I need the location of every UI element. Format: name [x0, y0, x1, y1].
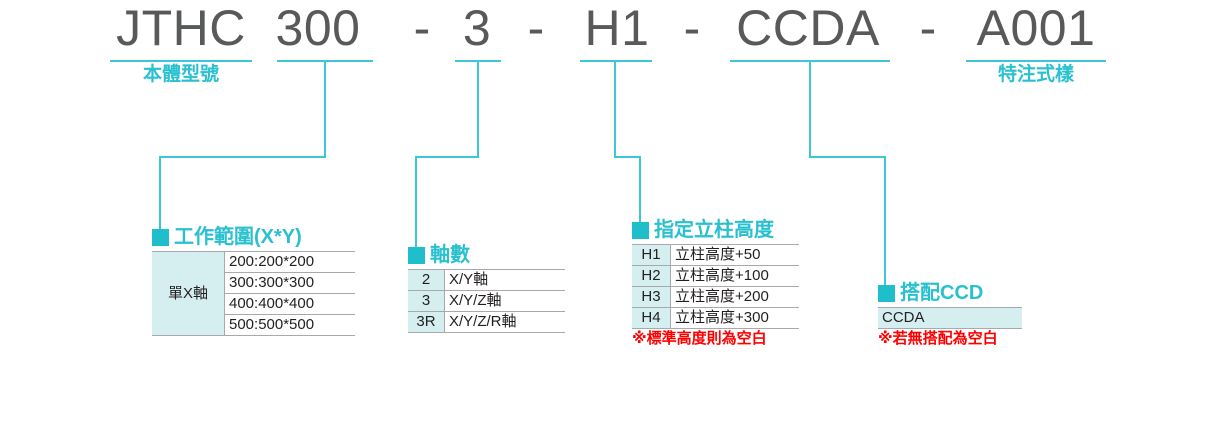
- group-axis-count-header: 軸數: [408, 244, 565, 266]
- column-height-key: H3: [632, 286, 671, 308]
- table-row: H3 立柱高度+200: [632, 286, 799, 308]
- ccd-table: CCDA: [878, 307, 1022, 329]
- code-caption-special-spec: 特注式樣: [997, 64, 1074, 85]
- table-row: H4 立柱高度+300: [632, 307, 799, 329]
- column-height-key: H2: [632, 265, 671, 287]
- table-row: 500:500*500: [152, 314, 355, 336]
- code-segment-body-model: JTHC: [116, 0, 246, 56]
- work-range-value: 400:400*400: [224, 293, 355, 315]
- work-range-value: 500:500*500: [224, 314, 355, 336]
- column-height-value: 立柱高度+200: [670, 286, 799, 308]
- code-segment-axis-count: 3: [462, 0, 492, 56]
- column-height-note: ※標準高度則為空白: [632, 330, 767, 347]
- group-axis-count: 軸數 2 X/Y軸 3 X/Y/Z軸 3R X/Y/Z/R軸: [408, 244, 565, 333]
- square-marker-icon: [632, 221, 649, 239]
- table-row: 3 X/Y/Z軸: [408, 290, 565, 312]
- code-underline-work-range: [277, 60, 373, 62]
- axis-count-value: X/Y/Z/R軸: [444, 311, 565, 333]
- axis-count-table: 2 X/Y軸 3 X/Y/Z軸 3R X/Y/Z/R軸: [408, 269, 565, 333]
- table-row: H2 立柱高度+100: [632, 265, 799, 287]
- group-ccd-header: 搭配CCD: [878, 282, 1022, 304]
- axis-count-key: 3R: [408, 311, 445, 333]
- group-work-range: 工作範圍(X*Y) 單X軸 200:200*200 300:300*300 40…: [152, 226, 355, 336]
- table-row: 2 X/Y軸: [408, 269, 565, 291]
- table-row: H1 立柱高度+50: [632, 244, 799, 266]
- code-underline-body-model: [110, 60, 252, 62]
- column-height-key: H4: [632, 307, 671, 329]
- table-row: 3R X/Y/Z/R軸: [408, 311, 565, 333]
- code-caption-body-model: 本體型號: [142, 64, 219, 85]
- code-underline-axis-count: [455, 60, 501, 62]
- code-segment-column-height: H1: [584, 0, 650, 56]
- code-underline-special-spec: [966, 60, 1106, 62]
- model-number-row: JTHC 本體型號 300 - 3 - H1 - CCDA - A001 特注式…: [0, 0, 1210, 85]
- axis-count-value: X/Y軸: [444, 269, 565, 291]
- code-segment-special-spec: A001: [976, 0, 1096, 56]
- code-segment-ccd: CCDA: [736, 0, 880, 56]
- group-axis-count-title: 軸數: [430, 244, 470, 266]
- column-height-table: H1 立柱高度+50 H2 立柱高度+100 H3 立柱高度+200 H4 立柱…: [632, 244, 799, 329]
- ccd-value: CCDA: [878, 307, 1022, 329]
- code-dash-3: -: [683, 0, 701, 56]
- work-range-value: 300:300*300: [224, 272, 355, 294]
- group-work-range-title: 工作範圍(X*Y): [174, 226, 302, 248]
- code-underline-ccd: [730, 60, 890, 62]
- table-row: 400:400*400: [152, 293, 355, 315]
- table-row: 單X軸 200:200*200: [152, 251, 355, 336]
- work-range-span-label: 單X軸: [152, 251, 225, 336]
- group-column-height: 指定立柱高度 H1 立柱高度+50 H2 立柱高度+100 H3 立柱高度+20…: [632, 219, 799, 348]
- code-dash-4: -: [919, 0, 937, 56]
- square-marker-icon: [878, 284, 895, 302]
- table-row: CCDA: [878, 307, 1022, 329]
- column-height-value: 立柱高度+100: [670, 265, 799, 287]
- ccd-note: ※若無搭配為空白: [878, 330, 998, 347]
- column-height-value: 立柱高度+300: [670, 307, 799, 329]
- square-marker-icon: [152, 228, 169, 246]
- column-height-key: H1: [632, 244, 671, 266]
- group-column-height-header: 指定立柱高度: [632, 219, 799, 241]
- work-range-value: 200:200*200: [224, 251, 355, 273]
- group-work-range-header: 工作範圍(X*Y): [152, 226, 355, 248]
- work-range-table: 單X軸 200:200*200 300:300*300 400:400*400 …: [152, 251, 355, 336]
- code-dash-2: -: [527, 0, 545, 56]
- axis-count-key: 3: [408, 290, 445, 312]
- group-ccd-title: 搭配CCD: [900, 282, 984, 304]
- axis-count-value: X/Y/Z軸: [444, 290, 565, 312]
- axis-count-key: 2: [408, 269, 445, 291]
- column-height-value: 立柱高度+50: [670, 244, 799, 266]
- group-column-height-title: 指定立柱高度: [654, 219, 774, 241]
- group-ccd: 搭配CCD CCDA ※若無搭配為空白: [878, 282, 1022, 348]
- code-underline-column-height: [580, 60, 652, 62]
- code-dash-1: -: [413, 0, 431, 56]
- square-marker-icon: [408, 246, 425, 264]
- table-row: 300:300*300: [152, 272, 355, 294]
- code-segment-work-range: 300: [275, 0, 361, 56]
